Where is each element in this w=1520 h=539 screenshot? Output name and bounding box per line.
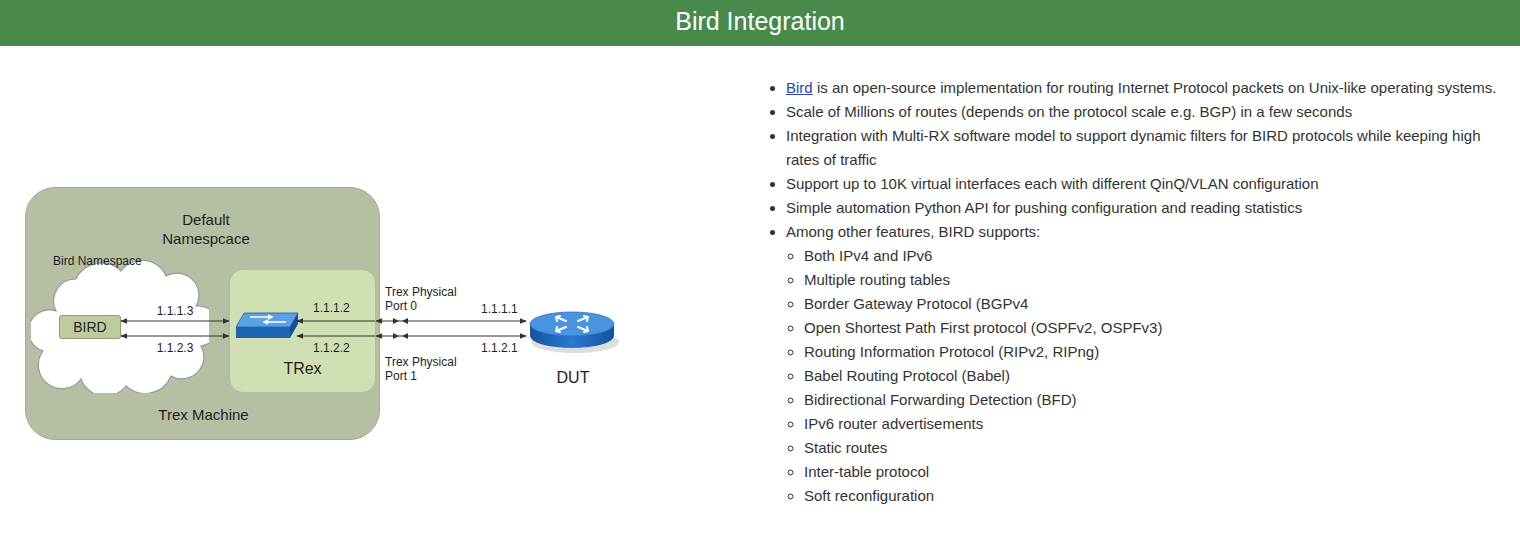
sub-bullet-text: Inter-table protocol: [804, 463, 929, 480]
inner-link: [297, 321, 375, 322]
router-node: DUT: [526, 306, 620, 392]
address-label: Trex Physical Port 1: [385, 355, 465, 383]
node-text: Trex Machine: [26, 405, 381, 424]
address-label: 1.1.1.2: [313, 301, 350, 315]
bullet-text: Integration with Multi-RX software model…: [786, 127, 1480, 168]
page-title: Bird Integration: [0, 0, 1520, 46]
address-label: Trex Physical Port 0: [385, 285, 465, 313]
namespace-cloud: Bird NamespaceBIRD: [31, 251, 209, 393]
sub-item: Routing Information Protocol (RIPv2, RIP…: [804, 340, 1510, 364]
sub-bullet-text: Routing Information Protocol (RIPv2, RIP…: [804, 343, 1099, 360]
cloud-shape: [31, 260, 209, 393]
sub-item: Open Shortest Path First protocol (OSPFv…: [804, 316, 1510, 340]
sub-bullet-text: Babel Routing Protocol (Babel): [804, 367, 1010, 384]
sub-item: Inter-table protocol: [804, 460, 1510, 484]
port-arrowheads: [393, 318, 408, 339]
router-arrows: [556, 316, 588, 332]
address-label: 1.1.1.1: [481, 302, 518, 316]
list-item: Birdis an open-source implementation for…: [786, 76, 1510, 100]
sub-bullet-text: IPv6 router advertisements: [804, 415, 983, 432]
connector: [121, 321, 229, 322]
connector: [376, 336, 526, 337]
sub-item: Border Gateway Protocol (BGPv4: [804, 292, 1510, 316]
sub-item: Static routes: [804, 436, 1510, 460]
bullet-text: is an open-source implementation for rou…: [817, 79, 1497, 96]
bullet-text: Support up to 10K virtual interfaces eac…: [786, 175, 1319, 192]
bullet-text: Among other features, BIRD supports:: [786, 223, 1040, 240]
sub-item: Both IPv4 and IPv6: [804, 244, 1510, 268]
inner-link: [297, 336, 375, 337]
sub-bullet-text: Open Shortest Path First protocol (OSPFv…: [804, 319, 1162, 336]
sub-item: Babel Routing Protocol (Babel): [804, 364, 1510, 388]
edge-label: 1.1.2.3: [157, 341, 194, 355]
sub-bullet-text: Multiple routing tables: [804, 271, 950, 288]
node-text: TRex: [230, 359, 375, 379]
sub-bullet-text: Static routes: [804, 439, 887, 456]
sub-bullet-text: Bidirectional Forwarding Detection (BFD): [804, 391, 1077, 408]
sub-list: Both IPv4 and IPv6Multiple routing table…: [786, 244, 1510, 508]
address-label: 1.1.2.1: [481, 341, 518, 355]
sub-item: IPv6 router advertisements: [804, 412, 1510, 436]
trex-box: TRex: [229, 269, 376, 393]
edge-label: 1.1.1.3: [157, 304, 194, 318]
title-bar: Bird Integration: [0, 0, 1520, 46]
sub-item: Multiple routing tables: [804, 268, 1510, 292]
node-text: Default Namespcace: [146, 210, 266, 248]
sub-bullet-text: Soft reconfiguration: [804, 487, 934, 504]
switch-symbol: [236, 313, 298, 338]
list-item: Scale of Millions of routes (depends on …: [786, 100, 1510, 124]
list-item: Simple automation Python API for pushing…: [786, 196, 1510, 220]
sub-bullet-text: Border Gateway Protocol (BGPv4: [804, 295, 1028, 312]
sub-bullet-text: Both IPv4 and IPv6: [804, 247, 932, 264]
list-item: Among other features, BIRD supports: Both…: [786, 220, 1510, 508]
node-text: BIRD: [60, 316, 120, 338]
process-box: BIRD: [59, 315, 121, 339]
connector: [121, 336, 229, 337]
connector: [376, 321, 526, 322]
list-item: Integration with Multi-RX software model…: [786, 124, 1510, 172]
sub-item: Bidirectional Forwarding Detection (BFD): [804, 388, 1510, 412]
bullet-text: Simple automation Python API for pushing…: [786, 199, 1302, 216]
link-text: Bird: [786, 79, 813, 96]
feature-list: Birdis an open-source implementation for…: [768, 76, 1510, 508]
address-label: 1.1.2.2: [313, 341, 350, 355]
bullet-text: Scale of Millions of routes (depends on …: [786, 103, 1352, 120]
node-text: Bird Namespace: [53, 254, 163, 268]
router-top: [530, 312, 614, 336]
sub-item: Soft reconfiguration: [804, 484, 1510, 508]
node-text: DUT: [526, 368, 620, 388]
list-item: Support up to 10K virtual interfaces eac…: [786, 172, 1510, 196]
